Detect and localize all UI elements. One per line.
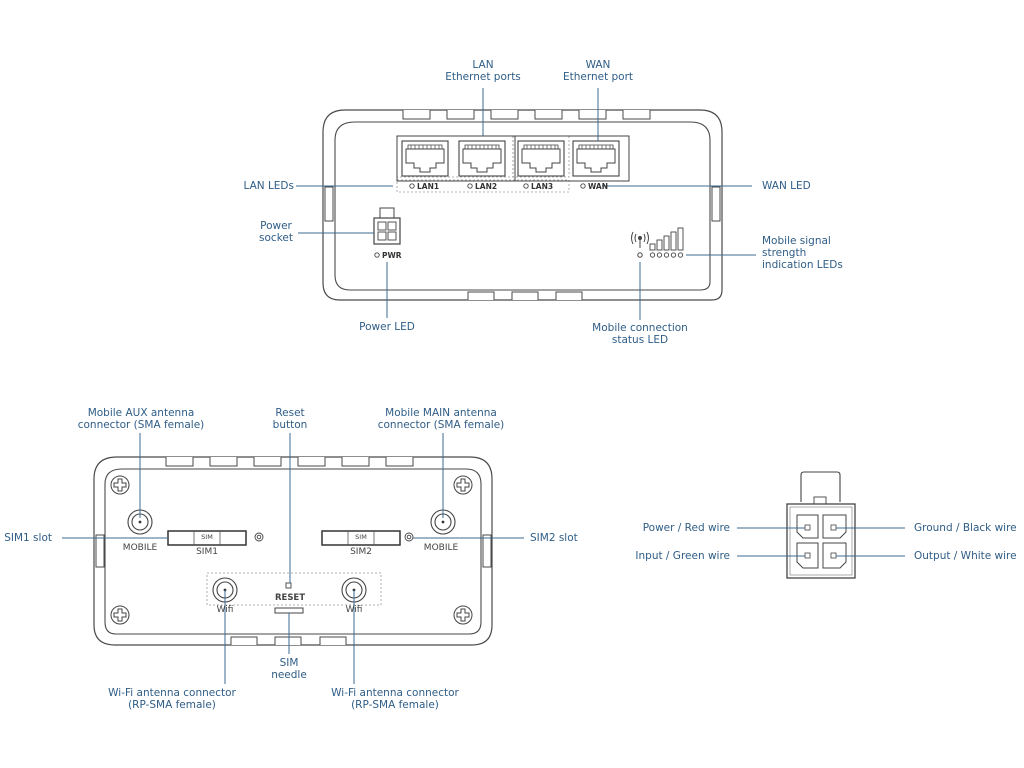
- sim2-tag: SIM: [355, 533, 367, 541]
- screw-icon: [110, 605, 130, 625]
- wan-port: [572, 140, 620, 177]
- wan-led-callout: WAN LED: [762, 180, 811, 192]
- pwr-led: [374, 252, 380, 258]
- sim-needle-callout: SIM needle: [271, 657, 307, 681]
- reset-button-callout: Reset button: [272, 407, 308, 431]
- sim1-slot-callout: SIM1 slot: [4, 532, 52, 544]
- sim2-slot-callout: SIM2 slot: [530, 532, 578, 544]
- power-wire-callout: Power / Red wire: [642, 522, 730, 534]
- wan-port-callout: WAN Ethernet port: [562, 59, 634, 83]
- power-led-callout: Power LED: [359, 321, 415, 333]
- power-socket-icon: [373, 207, 401, 245]
- mobile-status-led: [637, 252, 643, 258]
- antenna-icon: [631, 231, 649, 258]
- signal-leds-callout: Mobile signal strength indication LEDs: [762, 235, 843, 271]
- sim2-label: SIM2: [350, 547, 372, 557]
- lan2-led-label: LAN2: [475, 182, 498, 191]
- pinout-leader-lines: [737, 527, 905, 557]
- pwr-led-label: PWR: [382, 251, 402, 260]
- top-view-device: [322, 109, 723, 301]
- bottom-view-device: [93, 456, 493, 646]
- screw-icon: [453, 605, 473, 625]
- lan3-port: [517, 140, 565, 177]
- reset-button: [285, 582, 292, 589]
- aux-antenna-callout: Mobile AUX antenna connector (SMA female…: [77, 407, 205, 431]
- screw-icon: [110, 475, 130, 495]
- lan2-led: [467, 183, 473, 189]
- lan3-led-label: LAN3: [531, 182, 554, 191]
- screw-icon: [453, 475, 473, 495]
- lan1-port: [401, 140, 449, 177]
- wan-led: [580, 183, 586, 189]
- lan1-led: [409, 183, 415, 189]
- mobile-status-led-callout: Mobile connection status LED: [592, 322, 688, 346]
- power-socket-callout: Power socket: [259, 220, 293, 244]
- input-wire-callout: Input / Green wire: [635, 550, 730, 562]
- lan1-led-label: LAN1: [417, 182, 440, 191]
- sim-needle: [274, 607, 304, 614]
- mobile-main-label: MOBILE: [423, 543, 459, 553]
- sim1-tag: SIM: [201, 533, 213, 541]
- power-connector-pinout: [786, 471, 856, 579]
- mobile-aux-label: MOBILE: [122, 543, 158, 553]
- wifi-right-label: Wifi: [345, 605, 363, 615]
- lan-leds-callout: LAN LEDs: [243, 180, 294, 192]
- top-device-outline: [322, 109, 723, 301]
- lan-ports-callout: LAN Ethernet ports: [445, 59, 521, 83]
- wan-led-label: WAN: [588, 182, 609, 191]
- lan2-port: [458, 140, 506, 177]
- output-wire-callout: Output / White wire: [914, 550, 1017, 562]
- reset-label: RESET: [274, 593, 306, 603]
- main-antenna-callout: Mobile MAIN antenna connector (SMA femal…: [377, 407, 505, 431]
- wifi-right-callout: Wi-Fi antenna connector (RP-SMA female): [331, 687, 459, 711]
- sim1-label: SIM1: [196, 547, 218, 557]
- sim2-slot: [321, 530, 401, 546]
- bottom-device-outline: [93, 456, 493, 646]
- wifi-left-callout: Wi-Fi antenna connector (RP-SMA female): [108, 687, 236, 711]
- wifi-left-label: Wifi: [216, 605, 234, 615]
- signal-bars-icon: [649, 227, 684, 258]
- top-leader-lines: [296, 88, 756, 320]
- ground-wire-callout: Ground / Black wire: [914, 522, 1017, 534]
- lan3-led: [523, 183, 529, 189]
- bottom-leader-lines: [62, 433, 524, 684]
